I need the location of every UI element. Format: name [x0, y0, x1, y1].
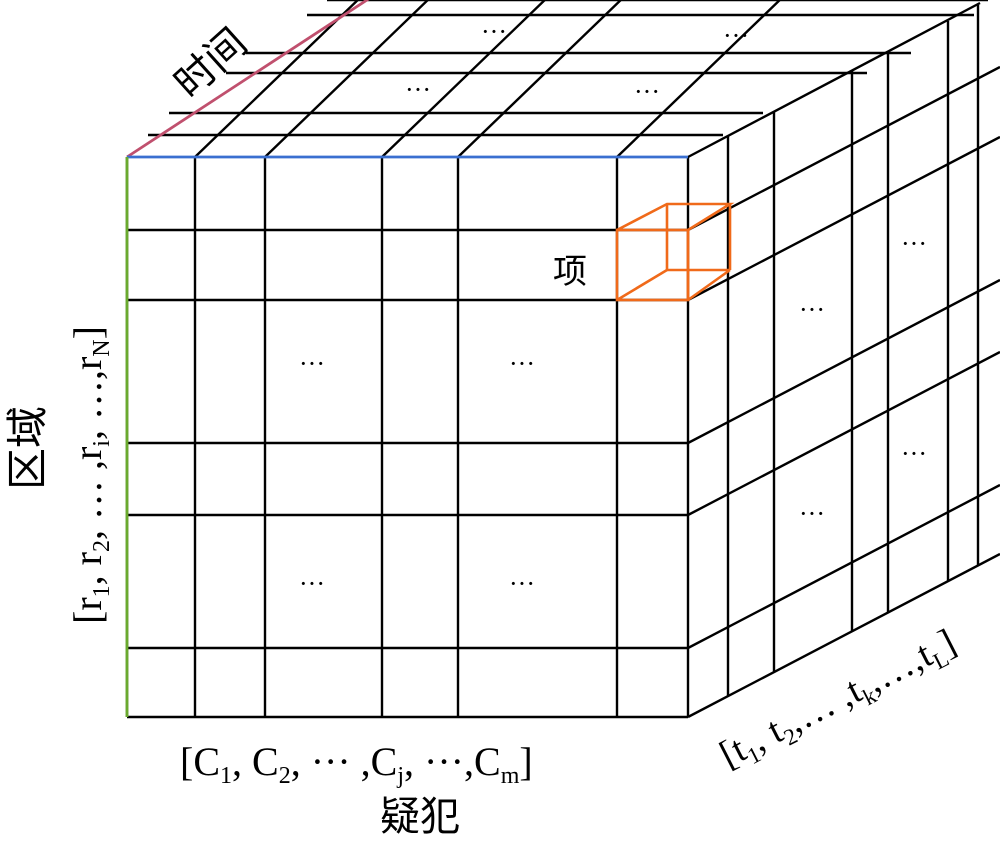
ellipsis-front-1: ···: [299, 349, 325, 378]
ellipsis-front-3: ···: [299, 569, 325, 598]
top-face-grid: [148, 0, 988, 159]
ellipsis-top-2: ···: [723, 21, 749, 50]
ellipsis-front-4: ···: [509, 569, 535, 598]
ellipsis-right-1: ···: [901, 229, 927, 258]
ellipsis-front-2: ···: [509, 349, 535, 378]
ellipsis-marks: ··· ··· ··· ··· ··· ··· ··· ··· ··· ··· …: [299, 17, 927, 598]
front-face-grid: [125, 157, 690, 719]
item-cube: [615, 202, 735, 302]
time-axis-edge: [126, 0, 370, 159]
ellipsis-top-3: ···: [405, 75, 431, 104]
right-face-grid: [687, 5, 1000, 719]
ellipsis-top-1: ···: [481, 17, 507, 46]
item-label: 项: [553, 252, 587, 292]
ellipsis-right-4: ···: [799, 499, 825, 528]
ellipsis-top-4: ···: [634, 77, 660, 106]
region-axis-label: [r1, r2, … ,ri, …,rN]: [65, 326, 115, 624]
suspect-title: 疑犯: [380, 794, 460, 840]
time-axis-label: [t1, t2,… ,tk,…,tL]: [713, 621, 964, 779]
suspect-axis-label: [C1, C2, ··· ,Cj, ···,Cm]: [180, 739, 533, 789]
ellipsis-right-3: ···: [901, 439, 927, 468]
region-title: 区域: [3, 406, 52, 490]
time-title: 时间: [166, 20, 256, 108]
ellipsis-right-2: ···: [799, 295, 825, 324]
